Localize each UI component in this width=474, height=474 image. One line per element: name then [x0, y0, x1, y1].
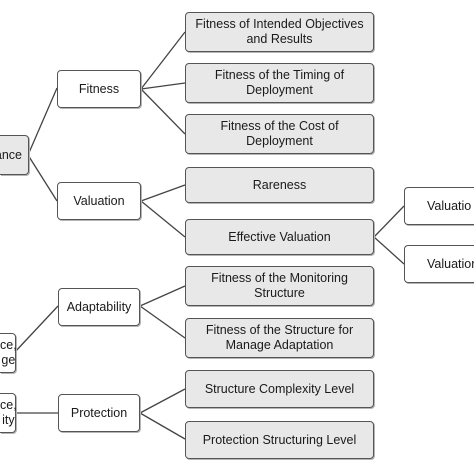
fitness-cost-label: Fitness of the Cost of Deployment: [220, 119, 339, 148]
rareness-label: Rareness: [252, 177, 307, 192]
connector-valuation-rareness: [140, 184, 186, 202]
valuation-subnode-b-label: Valuation: [427, 256, 474, 271]
valuation-subnode-a-label: Valuatio: [427, 198, 472, 213]
connector-effective-b: [373, 236, 405, 265]
left-group-node-a: ce, ge: [0, 333, 17, 373]
valuation-node: Valuation: [57, 182, 141, 220]
connector-adaptability-monitoring: [139, 285, 186, 307]
fitness-monitoring-label: Fitness of the Monitoring Structure: [211, 271, 348, 300]
effective-valuation-node: Effective Valuation: [185, 219, 374, 255]
fitness-objectives-node: Fitness of Intended Objectives and Resul…: [185, 12, 374, 52]
complexity-label: Structure Complexity Level: [204, 381, 355, 396]
connector-valuation-effective: [140, 200, 186, 238]
connector-root-valuation: [27, 154, 58, 202]
connector-root-fitness: [27, 87, 58, 156]
fitness-adaptation-node: Fitness of the Structure for Manage Adap…: [185, 318, 374, 358]
fitness-timing-label: Fitness of the Timing of Deployment: [214, 68, 345, 97]
valuation-subnode-b: Valuation: [404, 245, 474, 283]
connector-effective-a: [373, 205, 405, 238]
effective-valuation-label: Effective Valuation: [228, 229, 331, 244]
complexity-node: Structure Complexity Level: [185, 370, 374, 408]
root-node: ance: [0, 135, 29, 175]
protection-node: Protection: [58, 394, 140, 432]
valuation-node-label: Valuation: [73, 193, 125, 208]
left-group-node-b: ce, ity: [0, 393, 17, 433]
adaptability-node-label: Adaptability: [66, 299, 132, 314]
rareness-node: Rareness: [185, 167, 374, 203]
connector-adaptability-adaptation: [139, 305, 186, 339]
fitness-cost-node: Fitness of the Cost of Deployment: [185, 114, 374, 154]
connector-protection-structuring: [139, 412, 186, 440]
left-group-node-b-label: ce, ity: [0, 398, 17, 427]
fitness-timing-node: Fitness of the Timing of Deployment: [185, 63, 374, 103]
fitness-objectives-label: Fitness of Intended Objectives and Resul…: [195, 17, 364, 46]
connector-protection-complexity: [139, 388, 186, 414]
left-group-node-a-label: ce, ge: [0, 338, 17, 367]
connector-fitness-timing: [140, 82, 186, 90]
structuring-label: Protection Structuring Level: [202, 432, 357, 447]
connector-fitness-cost: [140, 88, 186, 135]
fitness-adaptation-label: Fitness of the Structure for Manage Adap…: [205, 323, 354, 352]
protection-node-label: Protection: [70, 405, 128, 420]
fitness-monitoring-node: Fitness of the Monitoring Structure: [185, 266, 374, 306]
connector-groupa-adaptability: [13, 305, 59, 354]
connector-fitness-objectives: [140, 31, 186, 90]
fitness-node: Fitness: [57, 70, 141, 108]
root-node-label: ance: [0, 147, 22, 162]
adaptability-node: Adaptability: [58, 288, 140, 326]
fitness-node-label: Fitness: [78, 81, 120, 96]
valuation-subnode-a: Valuatio: [404, 187, 474, 225]
structuring-node: Protection Structuring Level: [185, 421, 374, 459]
